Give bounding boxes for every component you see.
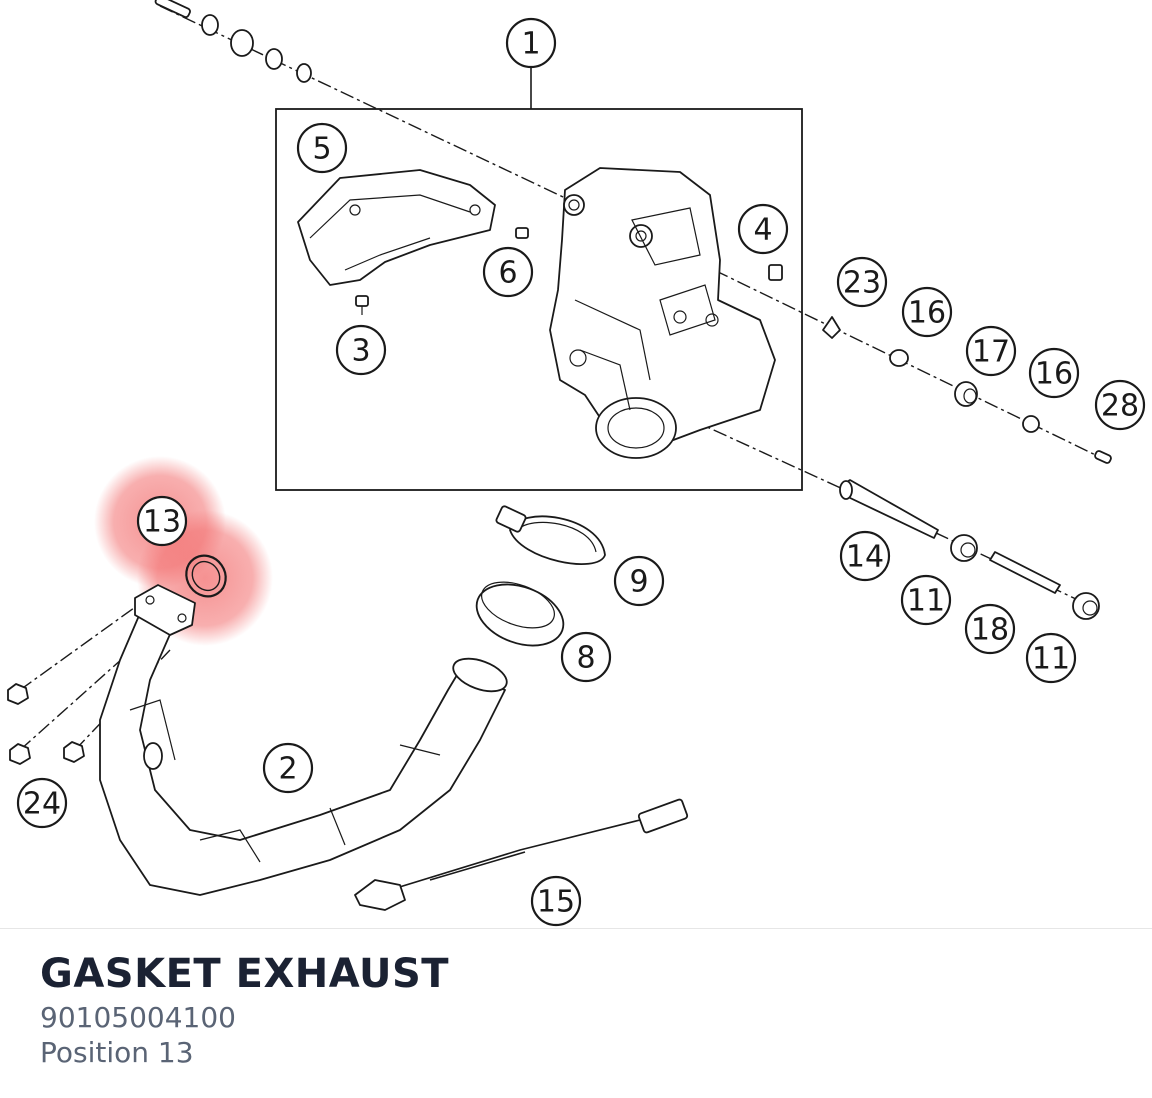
callout-circle (296, 122, 348, 174)
callout-circle (965, 325, 1017, 377)
callout-number: 11 (1032, 642, 1070, 677)
part-position: Position 13 (40, 1036, 194, 1069)
callout-number: 16 (1035, 357, 1073, 392)
callout-number: 13 (143, 505, 181, 540)
callout-23[interactable]: 23 (836, 256, 888, 308)
divider (0, 928, 1152, 929)
callout-circle (901, 286, 953, 338)
callout-number: 2 (278, 752, 297, 787)
callout-number: 15 (537, 885, 575, 920)
callout-circle (505, 17, 557, 69)
callout-number: 23 (843, 266, 881, 301)
callout-18[interactable]: 18 (964, 603, 1016, 655)
callout-circle (530, 875, 582, 927)
gasket-13 (185, 554, 227, 598)
callout-8[interactable]: 8 (560, 631, 612, 683)
callout-number: 16 (908, 296, 946, 331)
callout-number: 4 (753, 213, 772, 248)
part-title: GASKET EXHAUST (40, 951, 450, 997)
callout-circle (560, 631, 612, 683)
callout-17[interactable]: 17 (965, 325, 1017, 377)
callout-circle (900, 574, 952, 626)
lambda-sensor-15 (354, 798, 689, 911)
callout-circle (16, 777, 68, 829)
callout-circle (335, 324, 387, 376)
callout-28[interactable]: 28 (1094, 379, 1146, 431)
callout-circle (836, 256, 888, 308)
callout-circle (1028, 347, 1080, 399)
nuts-24 (7, 683, 85, 765)
callout-number: 18 (971, 613, 1009, 648)
callout-circle (482, 246, 534, 298)
callout-number: 8 (576, 641, 595, 676)
muffler-body (549, 167, 776, 459)
clamp-9 (495, 505, 606, 565)
callout-circle (613, 555, 665, 607)
callout-2[interactable]: 2 (262, 742, 314, 794)
screws (355, 227, 529, 315)
callout-circle (737, 203, 789, 255)
callout-circle (1094, 379, 1146, 431)
callout-16[interactable]: 16 (901, 286, 953, 338)
callout-13[interactable]: 13 (136, 495, 188, 547)
callout-circle (136, 495, 188, 547)
callout-number: 28 (1101, 389, 1139, 424)
callout-circle (839, 530, 891, 582)
callout-number: 1 (521, 27, 540, 62)
callout-9[interactable]: 9 (613, 555, 665, 607)
heat-shield (297, 169, 496, 286)
callout-number: 3 (351, 334, 370, 369)
callout-circle (964, 603, 1016, 655)
callout-11[interactable]: 11 (900, 574, 952, 626)
callout-6[interactable]: 6 (482, 246, 534, 298)
callout-15[interactable]: 15 (530, 875, 582, 927)
callout-24[interactable]: 24 (16, 777, 68, 829)
callout-4[interactable]: 4 (737, 203, 789, 255)
top-bolt-stack (154, 0, 312, 83)
callout-circle (262, 742, 314, 794)
right-lower-hardware (839, 479, 1100, 620)
ring-8 (475, 581, 565, 647)
callout-3[interactable]: 3 (335, 324, 387, 376)
clip-4 (768, 264, 783, 281)
callout-5[interactable]: 5 (296, 122, 348, 174)
callout-number: 6 (498, 256, 517, 291)
callout-16[interactable]: 16 (1028, 347, 1080, 399)
callout-number: 24 (23, 787, 61, 822)
callout-number: 14 (846, 540, 884, 575)
callout-11[interactable]: 11 (1025, 632, 1077, 684)
callout-number: 9 (629, 565, 648, 600)
part-number: 90105004100 (40, 1001, 236, 1034)
right-upper-hardware (822, 316, 1112, 464)
callout-number: 5 (312, 132, 331, 167)
part-info: GASKET EXHAUST 90105004100 Position 13 (40, 948, 449, 1070)
callout-number: 11 (907, 584, 945, 619)
callout-number: 17 (972, 335, 1010, 370)
callout-14[interactable]: 14 (839, 530, 891, 582)
assembly-box (275, 108, 803, 491)
callout-circle (1025, 632, 1077, 684)
header-pipe-2 (99, 584, 508, 896)
callout-1[interactable]: 1 (505, 17, 557, 69)
